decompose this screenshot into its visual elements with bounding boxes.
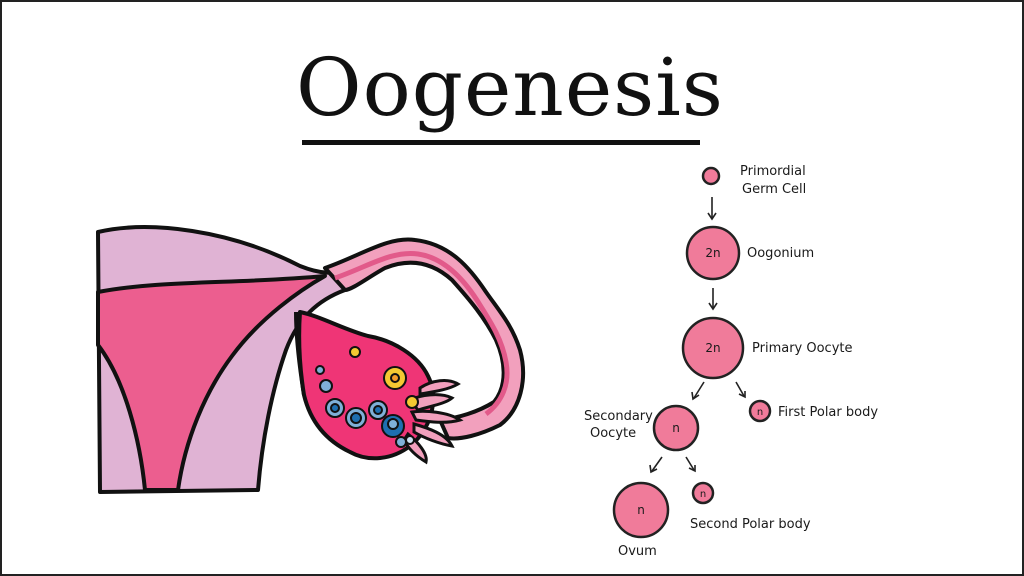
ploidy-labels: 2n 2n n n n n (637, 246, 763, 517)
ovum-cell (612, 481, 670, 539)
fallopian-tube (323, 237, 525, 441)
oogonium-label: Oogonium (747, 246, 814, 261)
primary-oocyte-ploidy: 2n (705, 341, 720, 355)
second-polar-body-label: Second Polar body (690, 517, 811, 532)
secondary-oocyte-cell (652, 404, 700, 452)
primordial-germ-cell (701, 166, 721, 186)
cell-labels: Primordial Germ Cell Oogonium Primary Oo… (584, 164, 878, 559)
secondary-oocyte-ploidy: n (672, 421, 680, 435)
second-polar-body-ploidy: n (700, 489, 706, 500)
ovum-label: Ovum (618, 544, 657, 559)
oogonium-cell (685, 225, 741, 281)
primary-oocyte-cell (681, 316, 745, 380)
uterine-cavity (96, 274, 327, 492)
fimbriae (402, 379, 464, 465)
cells (612, 166, 772, 539)
second-polar-body-cell (691, 481, 715, 505)
title-underline (302, 140, 700, 145)
corpus-luteum (349, 346, 419, 409)
primordial-label-line1: Primordial (740, 164, 806, 179)
ovum-ploidy: n (637, 503, 645, 517)
primordial-label-line2: Germ Cell (742, 182, 806, 197)
first-polar-body-cell (748, 399, 772, 423)
uterus-illustration (96, 225, 525, 494)
first-polar-body-label: First Polar body (778, 405, 878, 420)
flow-arrows (649, 197, 746, 474)
secondary-oocyte-label-line2: Oocyte (590, 426, 636, 441)
secondary-oocyte-label-line1: Secondary (584, 409, 653, 424)
follicles (315, 365, 415, 448)
first-polar-body-ploidy: n (757, 407, 763, 418)
oogonium-ploidy: 2n (705, 246, 720, 260)
tube-lumen (334, 250, 510, 416)
primary-oocyte-label: Primary Oocyte (752, 341, 853, 356)
page-title: Oogenesis (296, 41, 724, 134)
